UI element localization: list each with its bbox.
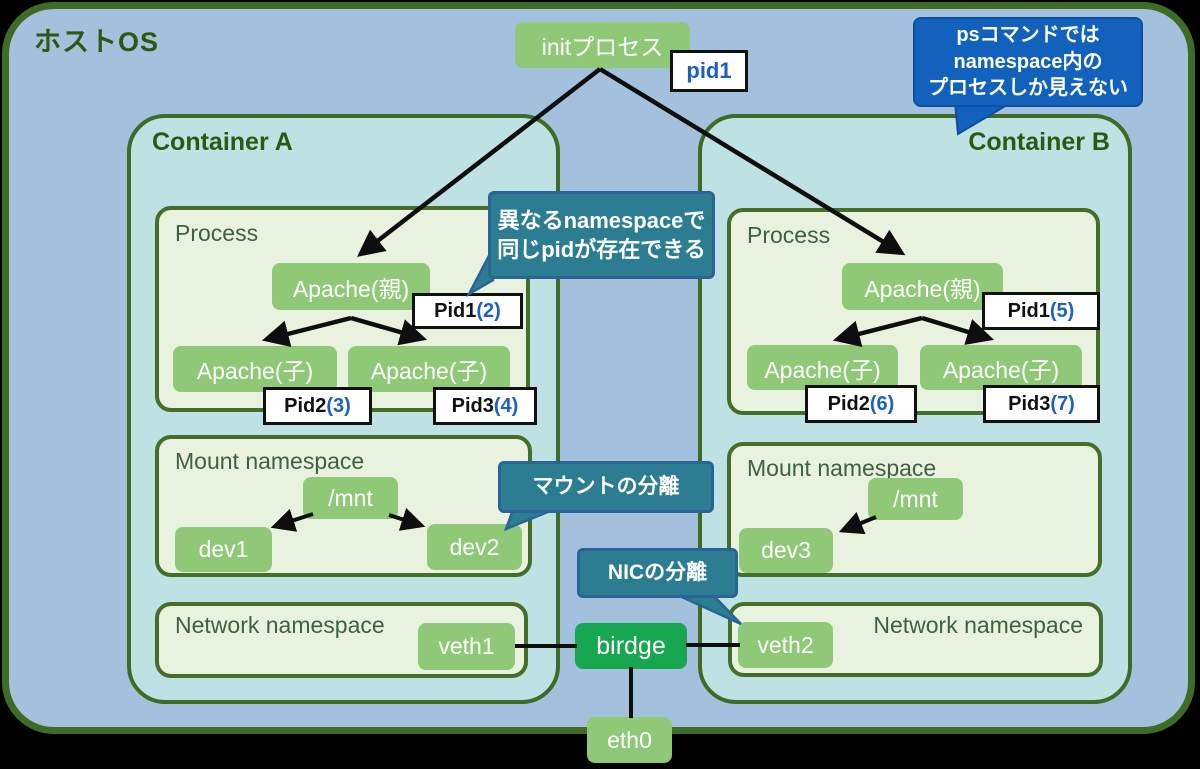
pid-name: Pid2 bbox=[284, 394, 327, 417]
pid-num: (7) bbox=[1050, 392, 1075, 415]
mnt-b-node: /mnt bbox=[868, 478, 963, 520]
bubble-ps-command: psコマンドでは namespace内の プロセスしか見えない bbox=[913, 17, 1143, 107]
mnt-a-node: /mnt bbox=[303, 477, 398, 519]
pid-num: (4) bbox=[493, 394, 519, 417]
apache-child2-a-node: Apache(子) bbox=[348, 346, 510, 392]
bubble-pid-line2: 同じpidが存在できる bbox=[497, 237, 706, 262]
pid-num: (5) bbox=[1049, 299, 1075, 322]
bubble-nic-label: NICの分離 bbox=[607, 561, 708, 585]
bubble-nic-isolation: NICの分離 bbox=[577, 548, 738, 598]
bridge-node: birdge bbox=[575, 623, 687, 669]
pid-name: Pid3 bbox=[451, 394, 494, 417]
bubble-pid-line1: 異なるnamespaceで bbox=[497, 207, 706, 233]
pid-num: (3) bbox=[326, 394, 351, 417]
container-a-title: Container A bbox=[152, 128, 293, 156]
apache-parent-b-node: Apache(親) bbox=[842, 263, 1003, 310]
mount-panel-b-label: Mount namespace bbox=[747, 455, 937, 481]
network-panel-a-label: Network namespace bbox=[175, 612, 385, 638]
pid-label-parent-a: Pid1(2) bbox=[412, 293, 523, 329]
apache-child1-b-node: Apache(子) bbox=[747, 345, 898, 390]
dev2-node: dev2 bbox=[427, 524, 522, 570]
bubble-ps-line1: psコマンドでは bbox=[956, 24, 1100, 47]
pid1-label-text: pid1 bbox=[686, 58, 732, 83]
pid-num: (2) bbox=[476, 299, 501, 322]
pid-label-child2-a: Pid3(4) bbox=[433, 387, 537, 425]
host-os-title: ホストOS bbox=[34, 27, 160, 57]
veth1-node: veth1 bbox=[418, 623, 515, 670]
dev3-node: dev3 bbox=[739, 528, 833, 573]
bubble-ps-line3: プロセスしか見えない bbox=[928, 77, 1128, 100]
pid-label-parent-b: Pid1(5) bbox=[982, 292, 1100, 330]
apache-parent-a-node: Apache(親) bbox=[272, 263, 430, 310]
pid-name: Pid1 bbox=[1007, 299, 1050, 322]
pid1-label: pid1 bbox=[670, 50, 748, 92]
pid-label-child1-a: Pid2(3) bbox=[263, 387, 372, 425]
apache-child1-a-node: Apache(子) bbox=[173, 346, 337, 392]
container-b-title: Container B bbox=[968, 128, 1110, 156]
bubble-ps-line2: namespace内の bbox=[953, 50, 1103, 73]
veth2-node: veth2 bbox=[738, 622, 833, 668]
pid-label-child2-b: Pid3(7) bbox=[983, 385, 1100, 423]
process-panel-a-label: Process bbox=[175, 220, 259, 246]
pid-label-child1-b: Pid2(6) bbox=[805, 385, 917, 423]
process-panel-b-label: Process bbox=[747, 222, 831, 248]
pid-num: (6) bbox=[869, 392, 895, 415]
bubble-same-pid: 異なるnamespaceで 同じpidが存在できる bbox=[488, 191, 715, 279]
bubble-mount-label: マウントの分離 bbox=[532, 475, 680, 499]
init-process-node: initプロセス bbox=[515, 22, 690, 68]
eth0-node: eth0 bbox=[587, 717, 672, 763]
network-panel-b-label: Network namespace bbox=[873, 612, 1083, 638]
dev1-node: dev1 bbox=[175, 527, 272, 572]
pid-name: Pid3 bbox=[1008, 392, 1051, 415]
apache-child2-b-node: Apache(子) bbox=[920, 345, 1082, 390]
pid-name: Pid1 bbox=[434, 299, 477, 322]
bubble-mount-isolation: マウントの分離 bbox=[498, 461, 714, 513]
mount-panel-a-label: Mount namespace bbox=[175, 448, 365, 474]
pid-name: Pid2 bbox=[827, 392, 870, 415]
